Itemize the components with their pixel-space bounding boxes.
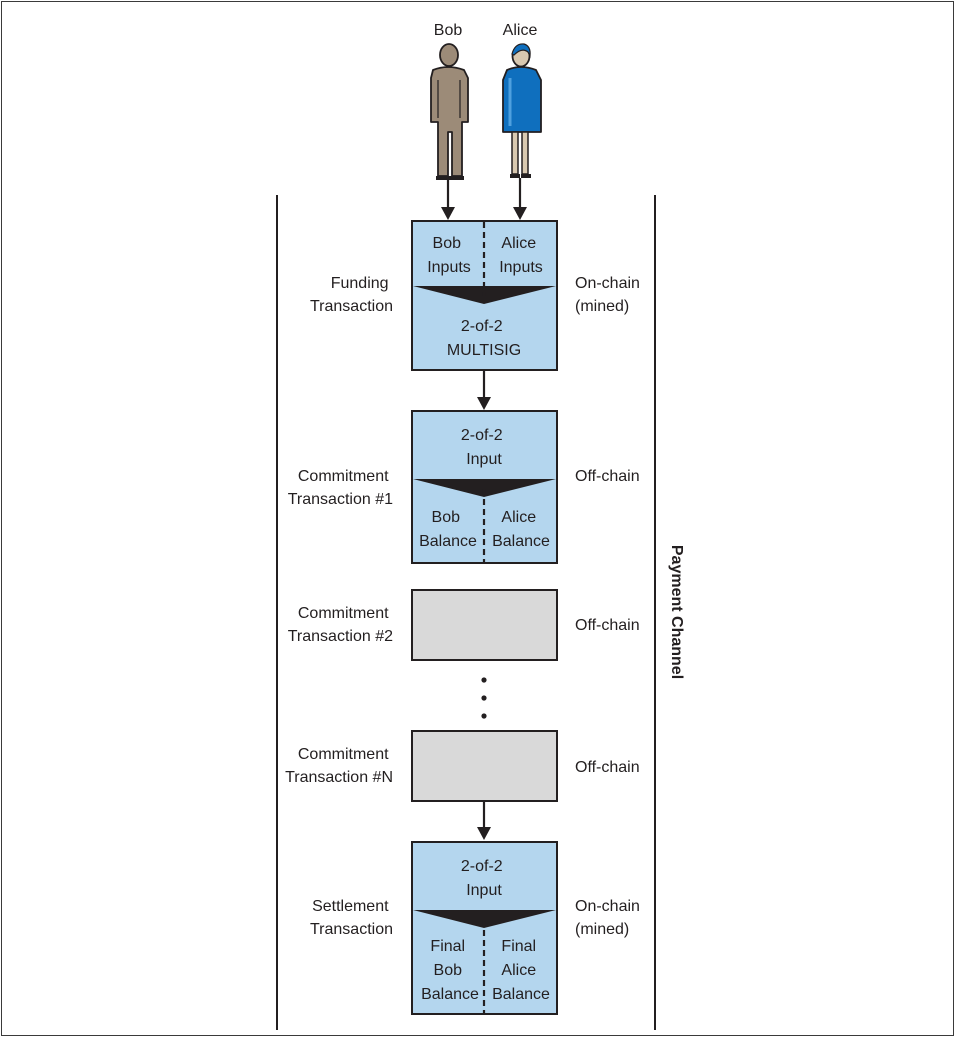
funding-bob-inputs-line2: Inputs: [427, 259, 471, 276]
settlement-onchain-label-line1: On-chain: [575, 898, 640, 915]
funding-multisig-line1: 2-of-2: [461, 318, 503, 335]
commitment1-bob-balance-line2: Balance: [419, 533, 477, 550]
arrow-alice-to-funding: [513, 178, 527, 220]
funding-onchain-label-line2: (mined): [575, 298, 629, 315]
commitment2-transaction-box: [411, 589, 558, 661]
settlement-input: 2-of-2 Input: [461, 858, 507, 899]
settlement-final-bob-line3: Balance: [421, 986, 479, 1003]
bob-person-label: Bob: [434, 22, 463, 39]
ellipsis-dots: [481, 677, 487, 719]
arrow-commitmentN-to-settlement: [477, 802, 491, 840]
commitmentN-label-line1: Commitment: [298, 746, 389, 763]
settlement-label: Settlement Transaction: [310, 898, 393, 938]
arrow-bob-to-funding: [441, 180, 455, 220]
settlement-final-bob-line1: Final: [430, 938, 465, 955]
funding-alice-inputs: Alice Inputs: [499, 235, 543, 276]
funding-bob-inputs: Bob Inputs: [427, 235, 471, 276]
commitment1-label-line1: Commitment: [298, 468, 389, 485]
commitment1-bob-balance-line1: Bob: [432, 509, 461, 526]
commitment2-label: Commitment Transaction #2: [288, 605, 393, 645]
settlement-final-alice-balance: Final Alice Balance: [492, 938, 550, 1003]
commitment1-label-line2: Transaction #1: [288, 491, 393, 508]
settlement-onchain-label: On-chain (mined): [575, 898, 644, 938]
settlement-final-alice-line1: Final: [501, 938, 536, 955]
funding-onchain-label-line1: On-chain: [575, 275, 640, 292]
funding-transaction-label-line2: Transaction: [310, 298, 393, 315]
settlement-input-line2: Input: [466, 882, 502, 899]
commitmentN-label: Commitment Transaction #N: [285, 746, 393, 786]
commitment2-offchain-label: Off-chain: [575, 617, 640, 634]
commitment2-label-line2: Transaction #2: [288, 628, 393, 645]
commitment1-input-line2: Input: [466, 451, 502, 468]
commitment1-input-line1: 2-of-2: [461, 427, 503, 444]
alice-person-label: Alice: [503, 22, 538, 39]
commitment1-alice-balance-line2: Balance: [492, 533, 550, 550]
bob-person-icon: [430, 43, 469, 180]
funding-multisig: 2-of-2 MULTISIG: [447, 318, 521, 359]
commitment1-alice-balance: Alice Balance: [492, 509, 550, 550]
commitmentN-label-line2: Transaction #N: [285, 769, 393, 786]
settlement-final-bob-line2: Bob: [434, 962, 463, 979]
funding-alice-inputs-line2: Inputs: [499, 259, 543, 276]
arrow-funding-to-commitment1: [477, 371, 491, 410]
funding-bob-inputs-line1: Bob: [433, 235, 462, 252]
commitment1-label: Commitment Transaction #1: [288, 468, 393, 508]
funding-alice-inputs-line1: Alice: [501, 235, 536, 252]
commitment2-label-line1: Commitment: [298, 605, 389, 622]
funding-transaction-label: Funding Transaction: [310, 275, 393, 315]
settlement-final-alice-line3: Balance: [492, 986, 550, 1003]
funding-transaction-box: [411, 220, 558, 371]
funding-multisig-line2: MULTISIG: [447, 342, 521, 359]
settlement-final-bob-balance: Final Bob Balance: [421, 938, 479, 1003]
commitmentN-transaction-box: [411, 730, 558, 802]
payment-channel-label: Payment Channel: [668, 545, 685, 679]
settlement-onchain-label-line2: (mined): [575, 921, 629, 938]
commitment1-transaction-box: [411, 410, 558, 564]
settlement-label-line2: Transaction: [310, 921, 393, 938]
settlement-label-line1: Settlement: [312, 898, 389, 915]
settlement-transaction-box: [411, 841, 558, 1015]
commitment1-alice-balance-line1: Alice: [501, 509, 536, 526]
commitmentN-offchain-label: Off-chain: [575, 759, 640, 776]
alice-person-icon: [502, 43, 542, 178]
settlement-input-line1: 2-of-2: [461, 858, 503, 875]
settlement-final-alice-line2: Alice: [501, 962, 536, 979]
commitment1-bob-balance: Bob Balance: [419, 509, 477, 550]
funding-onchain-label: On-chain (mined): [575, 275, 644, 315]
commitment1-input: 2-of-2 Input: [461, 427, 507, 468]
funding-transaction-label-line1: Funding: [331, 275, 389, 292]
commitment1-offchain-label: Off-chain: [575, 468, 640, 485]
